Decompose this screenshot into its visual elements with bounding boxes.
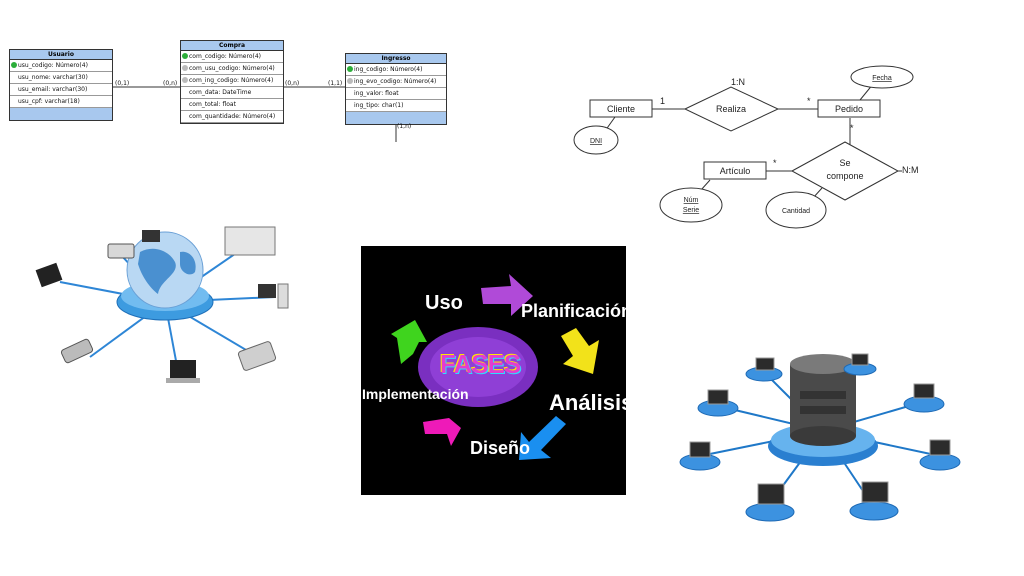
foreign-key-icon — [182, 65, 188, 71]
cardinality-label: * — [850, 123, 854, 133]
attribute-serie: Serie — [683, 207, 699, 214]
table-row: ing_evo_codigo: Número(4) — [346, 76, 446, 88]
globe-network-icon — [30, 222, 300, 402]
cardinality-label: (1,1) — [328, 80, 343, 87]
phase-uso: Uso — [425, 292, 463, 314]
fases-center-title: FASES — [440, 349, 521, 379]
cardinality-label: N:M — [902, 165, 919, 175]
ingresso-table: Ingresso ing_codigo: Número(4) ing_evo_c… — [345, 53, 447, 125]
phase-analisis: Análisis — [549, 390, 626, 415]
er-diagram: Cliente Pedido Artículo Realiza Se compo… — [573, 65, 919, 229]
phase-implementacion: Implementación — [362, 386, 469, 402]
table-row: ing_tipo: char(1) — [346, 100, 446, 112]
table-title: Ingresso — [346, 54, 446, 64]
usuario-table: Usuario usu_codigo: Número(4) usu_nome: … — [9, 49, 113, 121]
table-row: usu_email: varchar(30) — [10, 84, 112, 96]
attribute-num: Núm — [684, 197, 699, 204]
cardinality-label: * — [773, 158, 777, 168]
table-row: usu_cpf: varchar(18) — [10, 96, 112, 108]
fases-diagram: FASES Uso Planificación Análisis Diseño … — [361, 246, 626, 495]
table-title: Compra — [181, 41, 283, 51]
phase-diseno: Diseño — [470, 438, 531, 458]
compra-table: Compra com_codigo: Número(4) com_usu_cod… — [180, 40, 284, 124]
foreign-key-icon — [347, 78, 353, 84]
phase-planificacion: Planificación — [521, 301, 626, 321]
fases-arrows — [391, 274, 599, 460]
table-row: com_usu_codigo: Número(4) — [181, 63, 283, 75]
table-row: usu_codigo: Número(4) — [10, 60, 112, 72]
attribute-dni: DNI — [590, 138, 602, 145]
cardinality-label: (0,n) — [285, 80, 300, 87]
cardinality-label: (1,n) — [397, 123, 412, 130]
table-row: com_quantidade: Número(4) — [181, 111, 283, 123]
cardinality-label: (0,1) — [115, 80, 130, 87]
uml-connectors — [112, 86, 397, 142]
attribute-fecha: Fecha — [872, 75, 892, 82]
foreign-key-icon — [182, 77, 188, 83]
cardinality-label: 1:N — [731, 77, 745, 87]
database-network-icon — [679, 353, 961, 522]
table-row: ing_valor: float — [346, 88, 446, 100]
relationship-realiza: Realiza — [716, 104, 746, 114]
attribute-cantidad: Cantidad — [782, 208, 810, 215]
cardinality-label: * — [807, 96, 811, 106]
entity-pedido: Pedido — [835, 104, 863, 114]
table-row: com_codigo: Número(4) — [181, 51, 283, 63]
table-row: com_ing_codigo: Número(4) — [181, 75, 283, 87]
cardinality-label: (0,n) — [163, 80, 178, 87]
entity-articulo: Artículo — [720, 166, 751, 176]
key-icon — [347, 66, 353, 72]
table-row: com_data: DateTime — [181, 87, 283, 99]
table-row: com_total: float — [181, 99, 283, 111]
table-title: Usuario — [10, 50, 112, 60]
table-row: ing_codigo: Número(4) — [346, 64, 446, 76]
key-icon — [11, 62, 17, 68]
relationship-se: Se — [839, 158, 850, 168]
relationship-compone: compone — [826, 171, 863, 181]
entity-cliente: Cliente — [607, 104, 635, 114]
key-icon — [182, 53, 188, 59]
table-row: usu_nome: varchar(30) — [10, 72, 112, 84]
cardinality-label: 1 — [660, 96, 665, 106]
